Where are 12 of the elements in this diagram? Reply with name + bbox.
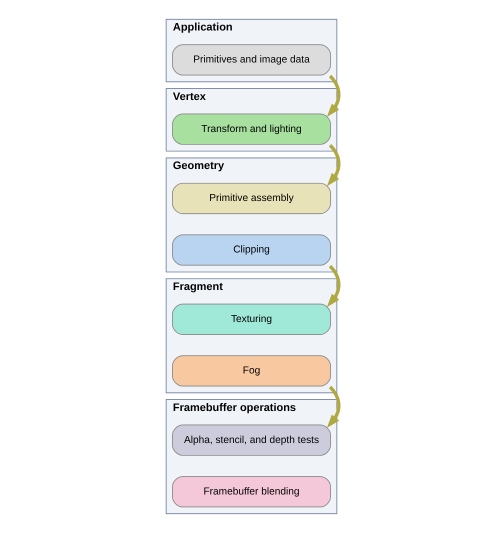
arrow [326,386,340,428]
node-box: Clipping [172,234,330,266]
arrow [326,74,340,118]
node-box: Transform and lighting [172,114,330,145]
arrow [326,264,340,308]
node-box: Texturing [172,304,330,335]
node-box: Alpha, stencil, and depth tests [172,424,330,456]
node-box: Framebuffer blending [172,476,330,508]
node-box: Primitives and image data [172,44,330,76]
node-box: Primitive assembly [172,182,330,214]
arrow [326,144,340,186]
node-box: Fog [172,355,330,386]
